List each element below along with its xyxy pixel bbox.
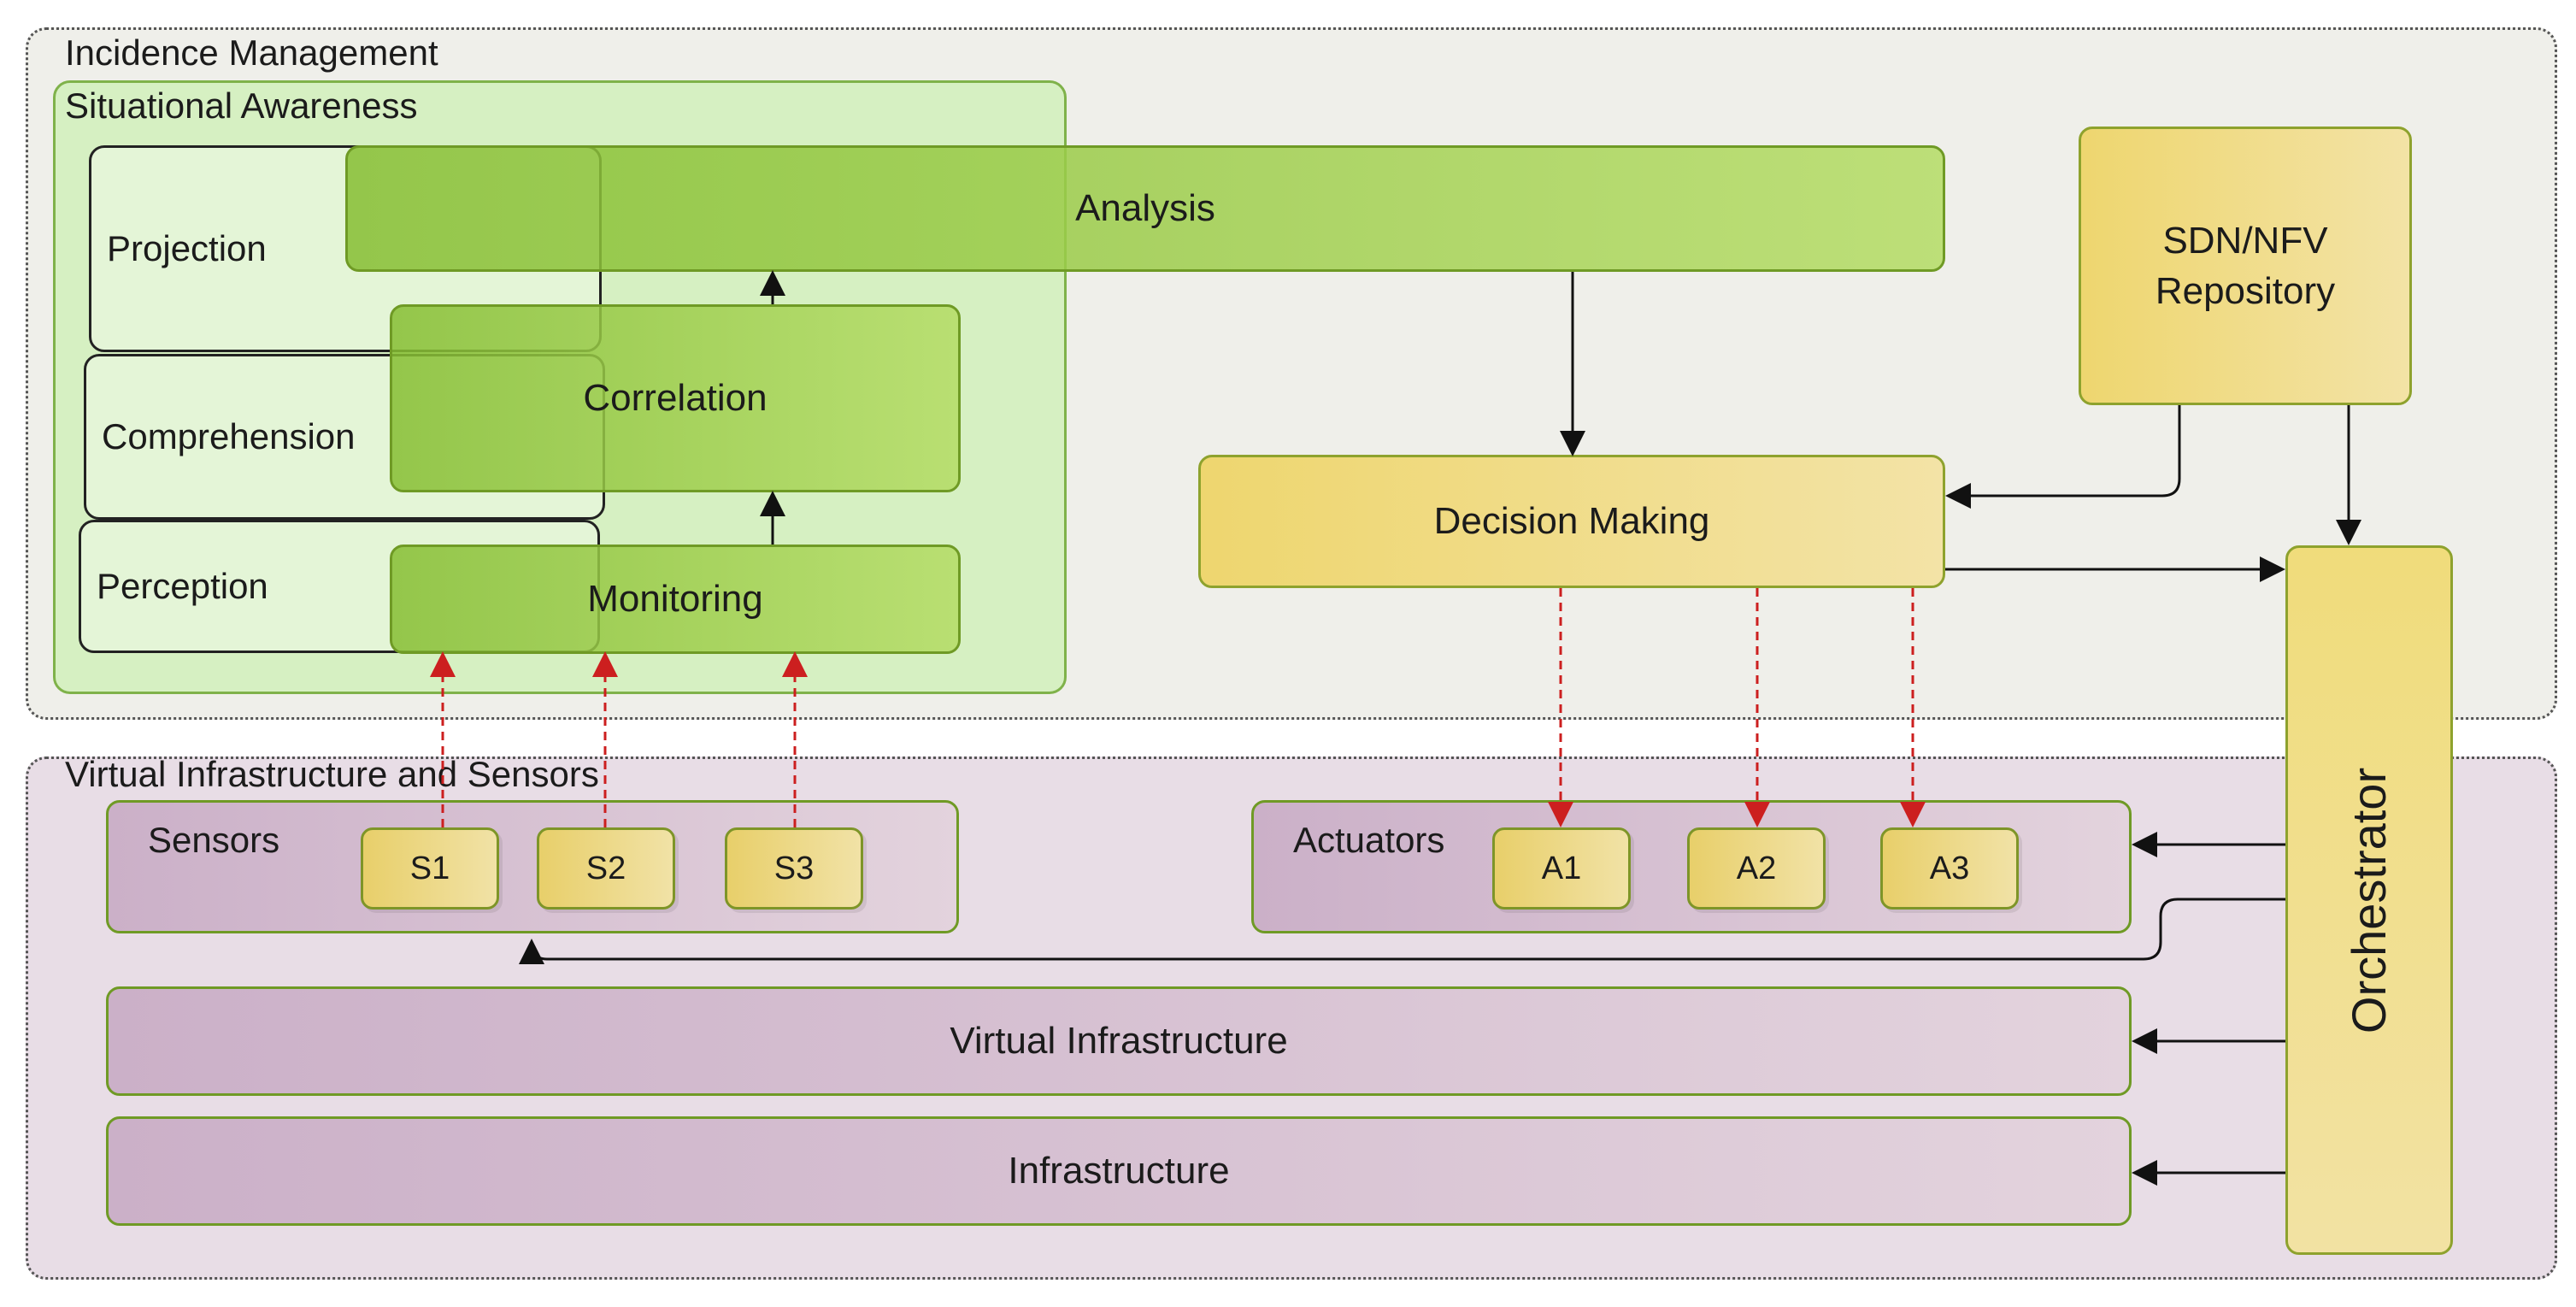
comprehension-label: Comprehension: [102, 416, 356, 456]
actuator-a1: A1: [1492, 827, 1631, 910]
sensors-label: Sensors: [148, 820, 280, 860]
correlation-box: Correlation: [390, 304, 961, 492]
orchestrator-to-sensors-arrow: [519, 898, 2285, 965]
situational-awareness-title: Situational Awareness: [65, 85, 418, 126]
actuators-label: Actuators: [1293, 820, 1445, 860]
correlation-label: Correlation: [583, 377, 768, 419]
actuator-a2: A2: [1687, 827, 1826, 910]
infrastructure-label: Infrastructure: [1008, 1150, 1230, 1192]
decision-making-box: Decision Making: [1198, 455, 1945, 588]
analysis-box: Analysis: [345, 145, 1945, 272]
incidence-management-title: Incidence Management: [65, 32, 438, 73]
sensor-s1: S1: [361, 827, 499, 910]
sdn-nfv-repository-label: SDN/NFV Repository: [2155, 219, 2336, 312]
actuator-a3: A3: [1880, 827, 2019, 910]
decision-making-label: Decision Making: [1433, 500, 1710, 542]
analysis-label: Analysis: [1075, 187, 1215, 229]
repository-to-decision-arrow: [1945, 405, 2181, 509]
orchestrator-box: Orchestrator: [2285, 545, 2453, 1255]
virtual-infrastructure-label: Virtual Infrastructure: [950, 1020, 1288, 1062]
projection-label: Projection: [107, 228, 267, 268]
virtual-infrastructure-box: Virtual Infrastructure: [106, 986, 2132, 1096]
sensor-s2: S2: [537, 827, 675, 910]
sensor-s3: S3: [725, 827, 863, 910]
perception-label: Perception: [97, 566, 268, 606]
sdn-nfv-repository-box: SDN/NFV Repository: [2079, 127, 2412, 405]
monitoring-box: Monitoring: [390, 545, 961, 654]
infrastructure-box: Infrastructure: [106, 1116, 2132, 1226]
virtual-infrastructure-sensors-title: Virtual Infrastructure and Sensors: [65, 754, 599, 794]
monitoring-label: Monitoring: [587, 578, 763, 620]
